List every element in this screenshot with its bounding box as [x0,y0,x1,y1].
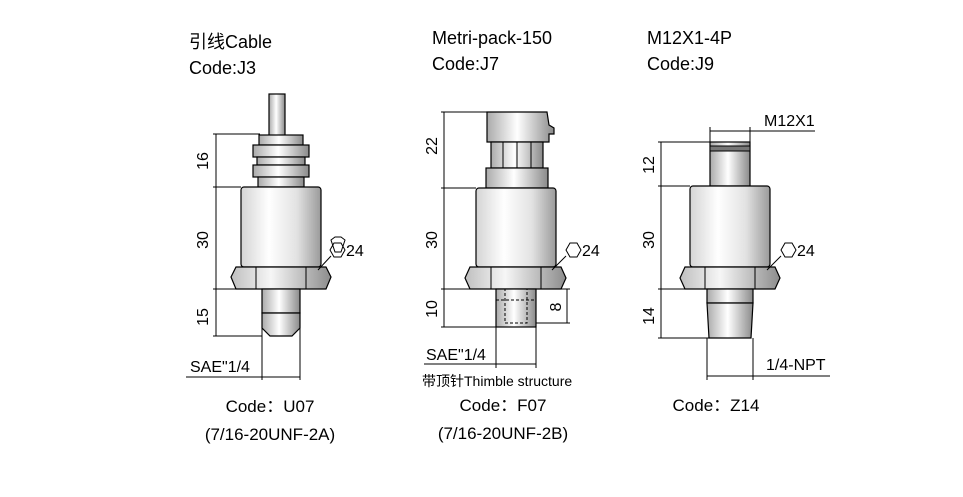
spec-f07: (7/16-20UNF-2B) [438,424,568,443]
connector-head [486,111,555,143]
hex-label-m12: 24 [797,243,815,260]
variant-cable: 引线Cable Code:J3 16 30 15 24 [186,32,364,444]
sensor-body [689,185,771,268]
thread-label-m12: 1/4-NPT [766,357,826,374]
hex-icon [780,242,797,258]
spec-u07: (7/16-20UNF-2A) [205,425,335,444]
fitting-tip [261,312,301,337]
hex-nut [464,266,567,290]
dim-cable-top: 16 [195,152,212,170]
dim-m12-thread: 14 [641,307,658,325]
cable-wire [268,93,286,139]
title-cable: 引线Cable [189,32,272,52]
dim-m12-body: 30 [641,231,658,249]
title-m12: M12X1-4P [647,28,732,48]
title-metripack: Metri-pack-150 [432,28,552,48]
hex-label-cable: 24 [346,243,364,260]
code-m12: Code:J9 [647,54,714,74]
dim-cable-body: 30 [195,231,212,249]
code-u07: Code：U07 [226,397,315,416]
variant-metripack: Metri-pack-150 Code:J7 22 30 10 8 [422,28,600,443]
dim-mp-body: 30 [424,231,441,249]
female-port [495,288,537,328]
m12-top-label: M12X1 [764,113,815,130]
hex-icon [565,242,582,258]
code-z14: Code：Z14 [673,396,760,415]
thread-label-cable: SAE"1/4 [190,359,250,376]
sensor-body [240,186,322,268]
thread-label-mp: SAE"1/4 [426,347,486,364]
code-metripack: Code:J7 [432,54,499,74]
dim-cable-thread: 15 [195,308,212,326]
sensor-body [475,187,557,268]
hex-label-mp: 24 [582,243,600,260]
thimble-note: 带顶针Thimble structure [422,373,572,389]
code-f07: Code：F07 [460,396,547,415]
dim-m12-top: 12 [641,156,658,174]
dim-mp-top: 22 [424,137,441,155]
hex-nut [230,266,332,290]
code-cable: Code:J3 [189,58,256,78]
hex-nut [679,266,781,290]
dim-mp-port: 10 [424,300,441,318]
dim-mp-depth: 8 [548,302,565,311]
hex-icon [330,236,346,253]
npt-thread [706,302,754,339]
variant-m12: M12X1-4P Code:J9 M12X1 12 30 14 24 [641,28,830,415]
